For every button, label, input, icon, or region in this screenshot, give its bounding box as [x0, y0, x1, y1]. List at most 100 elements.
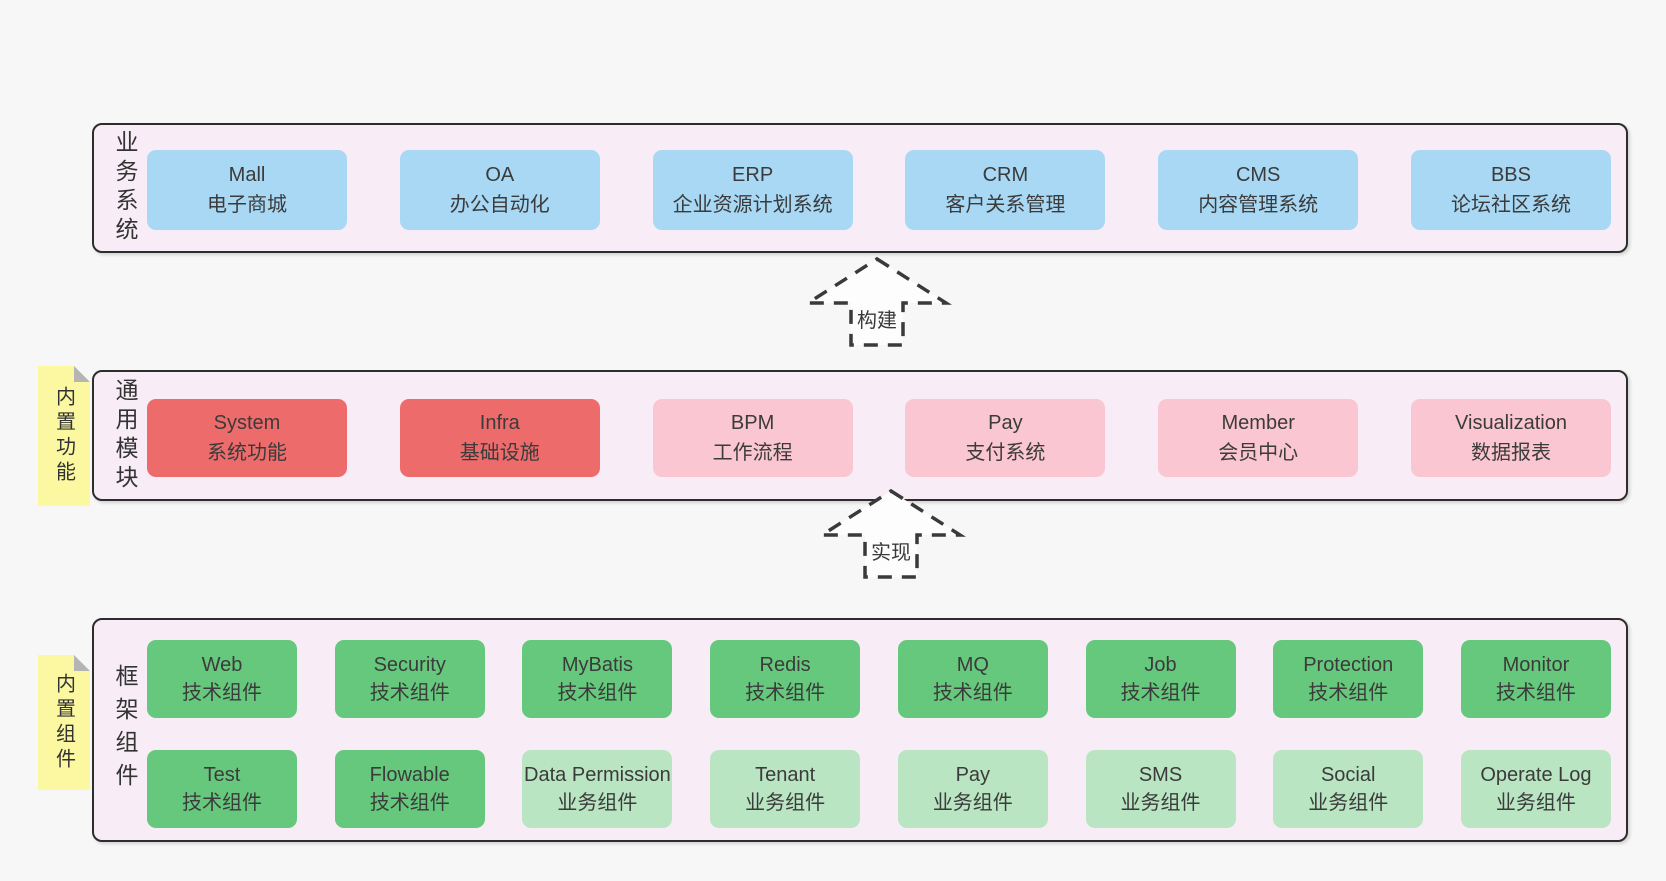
- diagram-box: Pay 支付系统: [905, 399, 1106, 477]
- framework-row-1: Web 技术组件 Security 技术组件 MyBatis 技术组件 Redi…: [147, 640, 1611, 718]
- box-desc: 系统功能: [207, 442, 287, 464]
- box-name: OA: [485, 164, 515, 186]
- box-desc: 技术组件: [1308, 682, 1389, 704]
- box-desc: 工作流程: [712, 442, 793, 464]
- arrow-implement: 实现: [816, 488, 966, 580]
- diagram-box: Job 技术组件: [1085, 640, 1236, 718]
- box-name: ERP: [732, 164, 774, 186]
- business-systems-label: 业务系统: [112, 130, 138, 246]
- box-name: MyBatis: [561, 654, 633, 676]
- box-name: MQ: [956, 654, 989, 676]
- diagram-box: Operate Log 业务组件: [1460, 750, 1611, 828]
- box-name: Monitor: [1502, 654, 1570, 676]
- box-desc: 数据报表: [1470, 442, 1551, 464]
- diagram-box: Protection 技术组件: [1273, 640, 1424, 718]
- box-name: Test: [203, 764, 241, 786]
- arrow-build: 构建: [802, 256, 952, 348]
- arrow-up-icon: [816, 488, 966, 579]
- diagram-box: MQ 技术组件: [897, 640, 1048, 718]
- sticky-note-builtin-features: 内置功能: [38, 366, 90, 506]
- diagram-box: Visualization 数据报表: [1410, 399, 1611, 477]
- box-desc: 技术组件: [557, 682, 638, 704]
- box-name: Tenant: [755, 764, 816, 786]
- arrow-up-icon: [802, 256, 952, 347]
- diagram-box: System 系统功能: [147, 399, 347, 477]
- box-name: Security: [373, 654, 446, 676]
- sticky-note-builtin-components: 内置组件: [38, 655, 90, 790]
- business-systems-row: Mall 电子商城 OA 办公自动化 ERP 企业资源计划系统 CRM 客户关系…: [147, 150, 1611, 230]
- diagram-box: Web 技术组件: [147, 640, 297, 718]
- box-desc: 业务组件: [745, 792, 826, 814]
- framework-row-2: Test 技术组件 Flowable 技术组件 Data Permission …: [147, 750, 1611, 828]
- box-desc: 技术组件: [182, 682, 262, 704]
- diagram-box: Pay 业务组件: [897, 750, 1048, 828]
- box-desc: 支付系统: [965, 442, 1046, 464]
- box-name: Operate Log: [1480, 764, 1592, 786]
- box-name: SMS: [1138, 764, 1183, 786]
- box-name: Visualization: [1455, 412, 1567, 434]
- diagram-box: ERP 企业资源计划系统: [652, 150, 853, 230]
- box-desc: 论坛社区系统: [1450, 194, 1571, 216]
- box-desc: 业务组件: [1495, 792, 1576, 814]
- diagram-box: Infra 基础设施: [399, 399, 600, 477]
- box-desc: 企业资源计划系统: [672, 194, 833, 216]
- diagram-box: CMS 内容管理系统: [1158, 150, 1359, 230]
- box-desc: 基础设施: [459, 442, 540, 464]
- box-desc: 技术组件: [1495, 682, 1576, 704]
- box-name: Pay: [955, 764, 991, 786]
- box-name: Protection: [1303, 654, 1394, 676]
- diagram-box: Test 技术组件: [147, 750, 297, 828]
- box-name: CMS: [1235, 164, 1281, 186]
- diagram-box: BBS 论坛社区系统: [1410, 150, 1611, 230]
- diagram-box: BPM 工作流程: [652, 399, 853, 477]
- arrow-implement-label: 实现: [871, 542, 911, 564]
- diagram-box: Social 业务组件: [1273, 750, 1424, 828]
- box-desc: 电子商城: [207, 194, 287, 216]
- box-name: CRM: [982, 164, 1029, 186]
- arrow-build-label: 构建: [857, 310, 897, 332]
- diagram-box: Member 会员中心: [1158, 399, 1359, 477]
- box-name: Member: [1221, 412, 1295, 434]
- diagram-box: Mall 电子商城: [147, 150, 347, 230]
- box-desc: 内容管理系统: [1198, 194, 1319, 216]
- diagram-box: CRM 客户关系管理: [905, 150, 1106, 230]
- box-name: Redis: [759, 654, 811, 676]
- box-desc: 会员中心: [1218, 442, 1299, 464]
- box-name: Social: [1320, 764, 1376, 786]
- diagram-box: Monitor 技术组件: [1460, 640, 1611, 718]
- common-modules-label: 通用模块: [112, 377, 138, 494]
- box-name: BPM: [730, 412, 775, 434]
- diagram-box: Flowable 技术组件: [334, 750, 485, 828]
- diagram-box: Data Permission 业务组件: [522, 750, 673, 828]
- box-desc: 技术组件: [745, 682, 826, 704]
- box-desc: 业务组件: [932, 792, 1013, 814]
- box-desc: 客户关系管理: [945, 194, 1066, 216]
- box-desc: 技术组件: [932, 682, 1013, 704]
- diagram-box: Tenant 业务组件: [710, 750, 861, 828]
- box-name: BBS: [1490, 164, 1531, 186]
- diagram-box: Redis 技术组件: [710, 640, 861, 718]
- diagram-box: MyBatis 技术组件: [522, 640, 673, 718]
- common-modules-row: System 系统功能 Infra 基础设施 BPM 工作流程 Pay 支付系统: [147, 399, 1611, 477]
- framework-components-label: 框架组件: [112, 664, 138, 796]
- box-desc: 技术组件: [369, 792, 450, 814]
- sticky-note-text: 内置组件: [52, 672, 75, 773]
- business-systems-layer: 业务系统 Mall 电子商城 OA 办公自动化 ERP 企业资源计划系统: [92, 123, 1628, 253]
- diagram-box: OA 办公自动化: [399, 150, 600, 230]
- box-desc: 办公自动化: [449, 194, 550, 216]
- box-name: Job: [1144, 654, 1177, 676]
- box-name: Mall: [228, 164, 266, 186]
- box-desc: 技术组件: [369, 682, 450, 704]
- box-name: System: [213, 412, 281, 434]
- box-name: Infra: [479, 412, 520, 434]
- box-desc: 技术组件: [1120, 682, 1201, 704]
- sticky-note-text: 内置功能: [52, 386, 75, 486]
- box-name: Pay: [988, 412, 1023, 434]
- diagram-box: Security 技术组件: [334, 640, 485, 718]
- box-name: Flowable: [369, 764, 450, 786]
- common-modules-layer: 通用模块 System 系统功能 Infra 基础设施 BPM 工作流程: [92, 370, 1628, 501]
- diagram-box: SMS 业务组件: [1085, 750, 1236, 828]
- box-desc: 业务组件: [1120, 792, 1201, 814]
- box-desc: 业务组件: [557, 792, 638, 814]
